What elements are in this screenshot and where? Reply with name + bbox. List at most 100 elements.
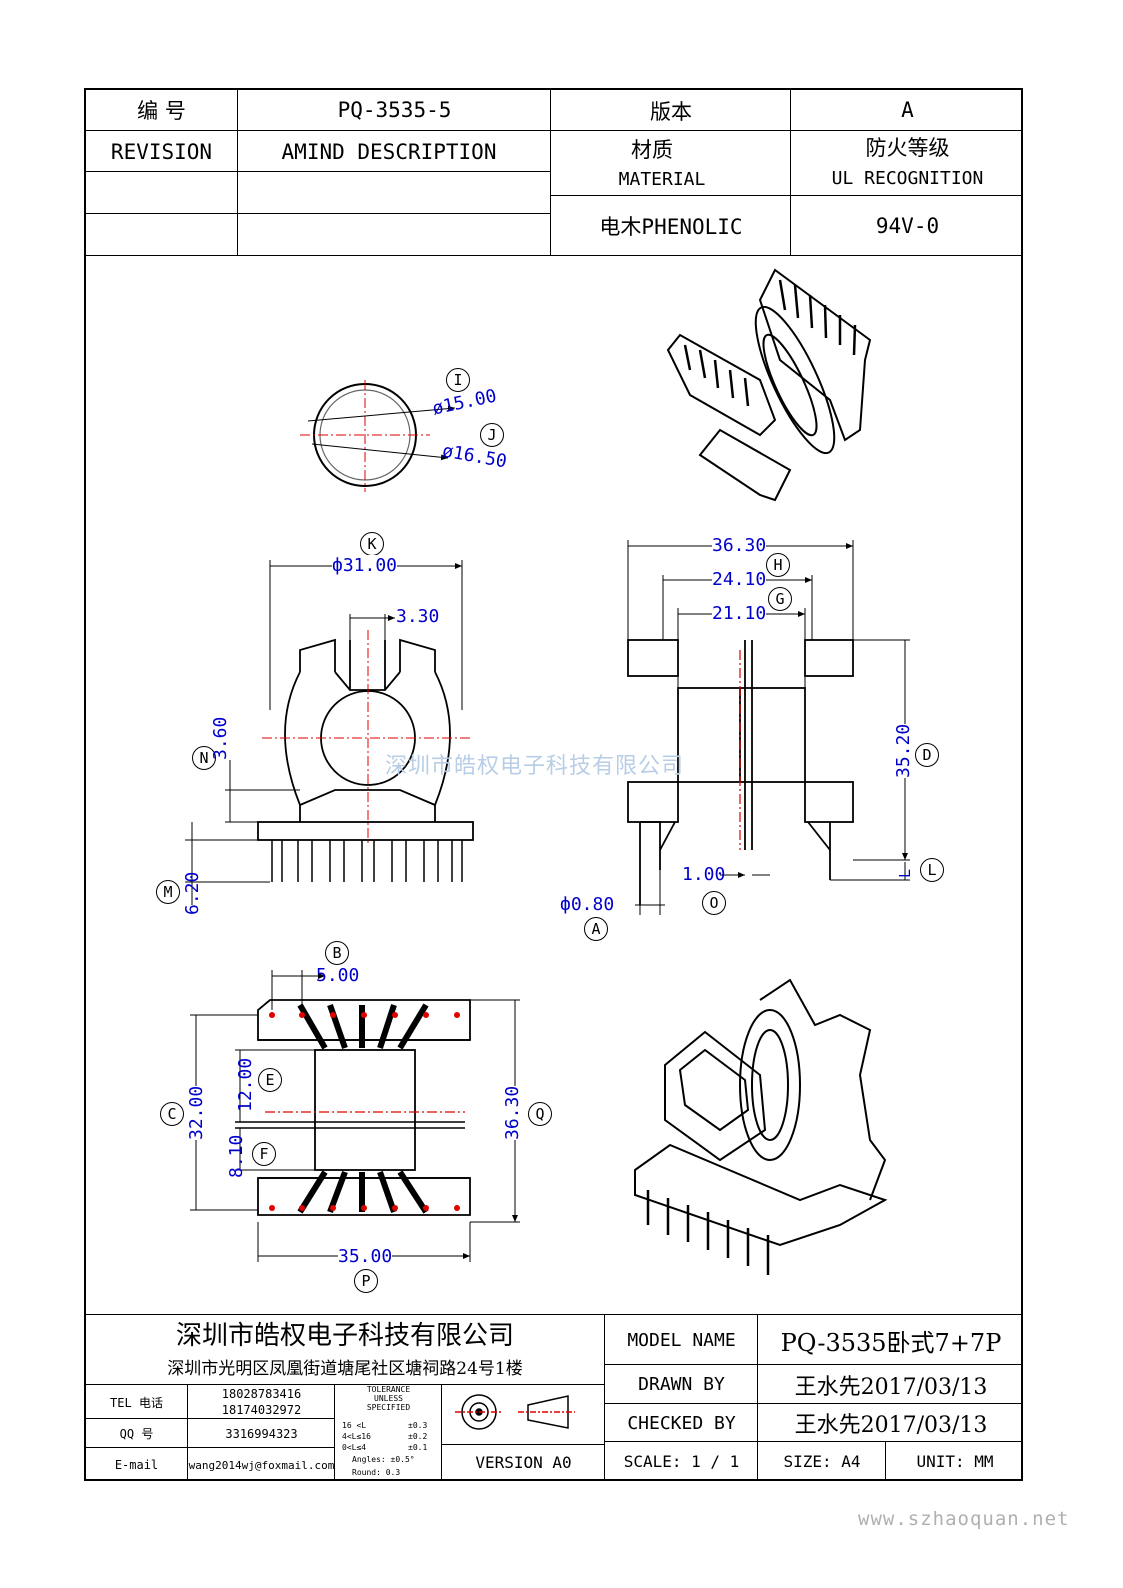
label-a: A — [584, 917, 608, 941]
dim-e: 12.00 — [235, 1057, 256, 1112]
header-col-line-1 — [237, 88, 238, 255]
title-col-contact-value — [334, 1384, 335, 1481]
label-f: F — [252, 1142, 276, 1166]
tol-r2-r: ±0.2 — [408, 1432, 428, 1441]
bottom-view — [190, 970, 520, 1262]
tol-angles: Angles: ±0.5° — [352, 1455, 415, 1464]
company-name: 深圳市皓权电子科技有限公司 — [175, 1320, 514, 1351]
label-b: B — [325, 941, 349, 965]
label-h: H — [766, 553, 790, 577]
dim-g: 21.10 — [712, 603, 767, 624]
label-j: J — [480, 423, 504, 447]
dim-b: 5.00 — [316, 965, 360, 986]
tol-r1-r: ±0.3 — [408, 1421, 428, 1430]
tel-label: TEL 电话 — [110, 1395, 163, 1410]
drawn-by-value: 王水先2017/03/13 — [794, 1374, 988, 1400]
label-c: C — [160, 1102, 184, 1126]
front-view — [185, 560, 474, 905]
dim-d: 35.20 — [893, 723, 914, 778]
title-block-top-line — [84, 1314, 1023, 1315]
label-d: D — [915, 743, 939, 767]
title-drawn-line — [604, 1403, 1023, 1404]
site-url: www.szhaoquan.net — [858, 1508, 1070, 1530]
label-i: I — [446, 368, 470, 392]
size: SIZE: A4 — [783, 1451, 861, 1471]
version-label: 版本 — [650, 100, 692, 124]
qq-value: 3316994323 — [225, 1426, 298, 1441]
tol-round: Round: 0.3 — [352, 1468, 401, 1477]
tol-r1-l: 16 <L — [342, 1421, 367, 1430]
title-col-main — [604, 1314, 605, 1481]
watermark: 深圳市皓权电子科技有限公司 — [385, 754, 685, 779]
side-view — [627, 540, 910, 915]
fire-label-cn: 防火等级 — [865, 136, 950, 160]
dim-q: 36.30 — [502, 1085, 523, 1140]
dim-h: 24.10 — [712, 569, 767, 590]
dim-c: 32.00 — [186, 1085, 207, 1140]
iso-view-bottom — [634, 978, 888, 1275]
title-col-labels — [757, 1314, 758, 1441]
unit: UNIT: MM — [916, 1451, 994, 1471]
checked-by-label: CHECKED BY — [627, 1412, 736, 1434]
label-p: P — [354, 1269, 378, 1293]
dim-a: ф0.80 — [560, 894, 615, 915]
title-checked-line — [604, 1441, 1023, 1442]
header-row-line-2 — [84, 171, 550, 172]
label-o: O — [702, 891, 726, 915]
email-label: E-mail — [114, 1458, 159, 1472]
label-q: Q — [528, 1102, 552, 1126]
dim-slot: 3.30 — [396, 606, 440, 627]
dim-l: L — [896, 868, 914, 878]
dim-m: 6.20 — [182, 871, 203, 915]
header-col-line-3 — [790, 88, 791, 255]
projection-symbol — [455, 1394, 575, 1430]
version-a0: VERSION A0 — [475, 1453, 572, 1472]
dim-p: 35.00 — [338, 1246, 393, 1267]
label-m: M — [156, 880, 180, 904]
title-symbol-line — [441, 1444, 604, 1445]
tolerance-title: TOLERANCE UNLESS SPECIFIED — [336, 1385, 441, 1412]
dim-n: 3.60 — [210, 716, 231, 760]
tel-2: 18174032972 — [221, 1402, 302, 1417]
label-l: L — [920, 858, 944, 882]
tolerance-title-2: UNLESS — [374, 1394, 403, 1403]
title-company-line — [84, 1384, 604, 1385]
label-k: K — [360, 532, 384, 556]
top-view — [300, 380, 456, 492]
title-qq-line — [84, 1447, 334, 1448]
header-bottom-line — [84, 255, 1023, 256]
tol-r3-r: ±0.1 — [408, 1443, 428, 1452]
tel-1: 18028783416 — [221, 1386, 302, 1401]
dim-o: 1.00 — [682, 864, 726, 885]
label-g: G — [768, 587, 792, 611]
title-model-line — [604, 1364, 1023, 1365]
title-col-tolerance — [441, 1384, 442, 1481]
header-col-line-2 — [550, 88, 551, 255]
revision-label: REVISION — [110, 139, 213, 164]
header-row-line-1 — [84, 130, 1023, 131]
dim-k: ф31.00 — [332, 555, 398, 576]
amind-description-label: AMIND DESCRIPTION — [281, 139, 497, 164]
part-number: PQ-3535-5 — [337, 98, 452, 122]
checked-by-value: 王水先2017/03/13 — [794, 1413, 988, 1438]
label-e: E — [258, 1068, 282, 1092]
email-value: wang2014wj@foxmail.com — [188, 1458, 335, 1472]
drawn-by-label: DRAWN BY — [638, 1374, 725, 1395]
material-label-en: MATERIAL — [618, 168, 706, 190]
header-row-line-2b — [550, 195, 1023, 196]
company-address: 深圳市光明区凤凰街道塘尾社区塘祠路24号1楼 — [167, 1358, 523, 1379]
drawing-frame — [84, 88, 1023, 1481]
tol-r3-l: 0<L≤4 — [342, 1443, 367, 1452]
tolerance-title-1: TOLERANCE — [366, 1385, 411, 1394]
material-value: 电木PHENOLIC — [599, 215, 743, 239]
material-label-cn: 材质 — [631, 138, 673, 162]
title-col-contact-label — [187, 1384, 188, 1481]
title-col-scale — [757, 1441, 758, 1481]
tol-r2-l: 4<L≤16 — [342, 1432, 371, 1441]
dim-total-width: 36.30 — [712, 535, 767, 556]
iso-view-top — [666, 268, 872, 502]
scale: SCALE: 1 / 1 — [623, 1451, 740, 1471]
model-name-value: PQ-3535卧式7+7P — [780, 1328, 1002, 1357]
label-n: N — [192, 746, 216, 770]
